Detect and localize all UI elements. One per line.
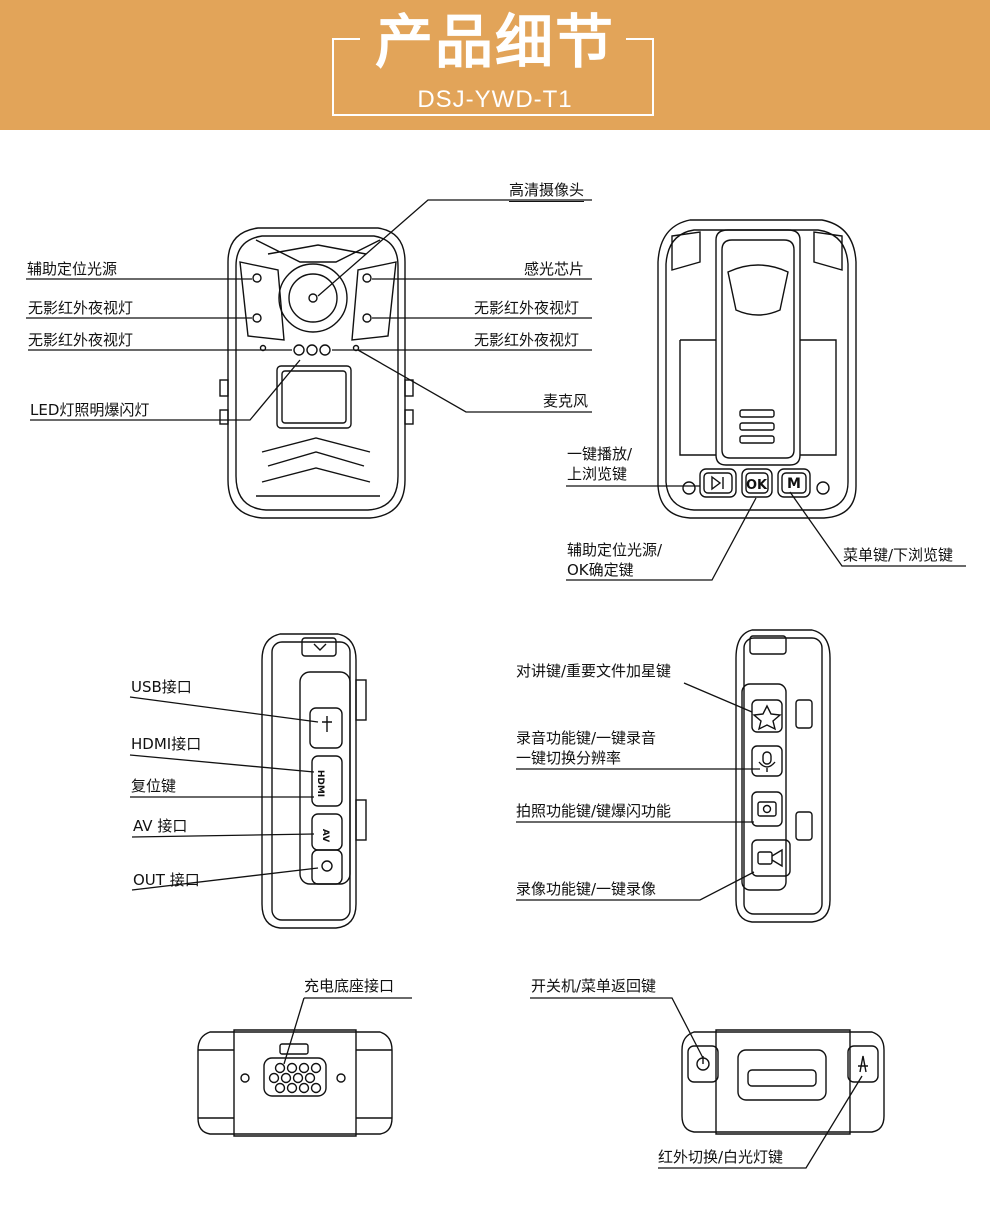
label-av: AV 接口 <box>133 817 188 835</box>
label-photo-key: 拍照功能键/键爆闪功能 <box>516 802 672 820</box>
frame-corner-right <box>626 38 654 40</box>
hdmi-port-mark: HDMI <box>315 769 326 798</box>
top-view <box>681 1029 885 1135</box>
label-aux-light: 辅助定位光源 <box>27 260 118 278</box>
label-dock-port: 充电底座接口 <box>304 977 395 995</box>
frame-corner-left <box>332 38 360 40</box>
label-mic: 麦克风 <box>543 392 589 410</box>
label-ir-left-2: 无影红外夜视灯 <box>28 331 134 349</box>
label-led-flash: LED灯照明爆闪灯 <box>30 401 150 419</box>
av-port-mark: AV <box>320 828 331 843</box>
label-play-line2: 上浏览键 <box>567 465 628 483</box>
label-ir-switch-key: 红外切换/白光灯键 <box>658 1148 784 1166</box>
label-power-key: 开关机/菜单返回键 <box>531 977 657 995</box>
front-leaders <box>26 199 592 421</box>
right-side-leaders <box>516 682 760 901</box>
label-hdmi: HDMI接口 <box>131 735 202 753</box>
ok-button-mark: OK <box>746 478 768 493</box>
label-ok-line1: 辅助定位光源/ <box>567 541 663 559</box>
label-ir-right-2: 无影红外夜视灯 <box>474 331 580 349</box>
label-audio-line2: 一键切换分辨率 <box>516 749 622 767</box>
front-view <box>219 227 414 519</box>
left-side-view <box>261 633 367 929</box>
back-leaders <box>566 485 966 581</box>
label-video-key: 录像功能键/一键录像 <box>516 880 657 898</box>
label-play-line1: 一键播放/ <box>567 445 633 463</box>
label-ir-left-1: 无影红外夜视灯 <box>28 299 134 317</box>
dock-leader <box>283 997 412 1065</box>
label-audio-line1: 录音功能键/一键录音 <box>516 729 657 747</box>
right-side-view <box>735 629 831 923</box>
label-talk-key: 对讲键/重要文件加星键 <box>516 662 672 680</box>
page-title: 产品细节 <box>374 8 615 76</box>
bottom-view-dock <box>197 1029 393 1137</box>
header-banner <box>0 0 990 130</box>
label-usb: USB接口 <box>131 678 192 696</box>
label-sensor: 感光芯片 <box>524 260 585 278</box>
label-ok-line2: OK确定键 <box>567 561 634 579</box>
label-menu-key: 菜单键/下浏览键 <box>843 546 954 564</box>
back-view <box>657 219 857 519</box>
model-subtitle: DSJ-YWD-T1 <box>417 86 573 113</box>
top-leaders <box>530 997 863 1169</box>
title-frame <box>332 38 654 116</box>
m-button-mark: M <box>787 476 801 492</box>
label-reset: 复位键 <box>131 777 177 795</box>
label-out: OUT 接口 <box>133 871 200 889</box>
label-ir-right-1: 无影红外夜视灯 <box>474 299 580 317</box>
label-hd-camera: 高清摄像头 <box>509 181 585 202</box>
left-side-leaders <box>129 696 319 891</box>
